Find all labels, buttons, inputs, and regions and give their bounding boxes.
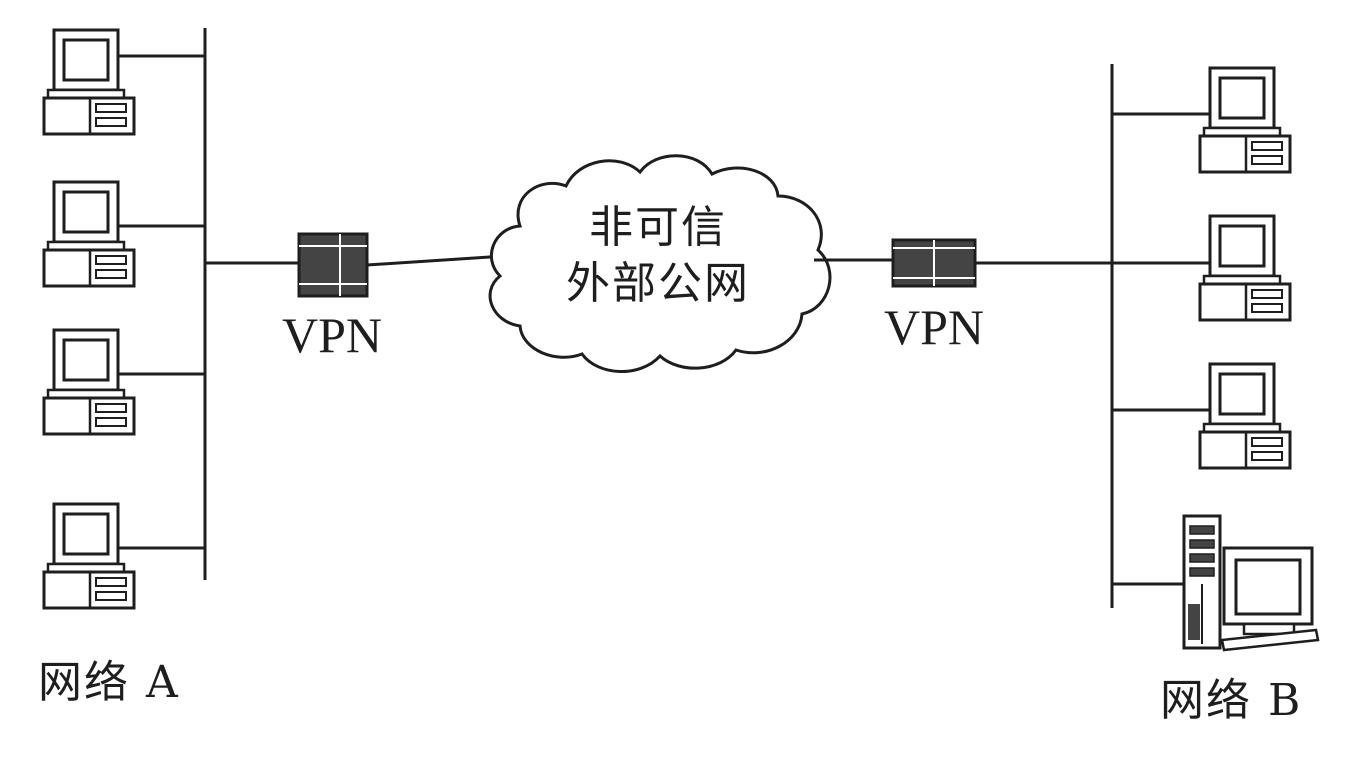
network-a-computer-3	[42, 328, 205, 436]
vpn-left-label: VPN	[282, 307, 383, 363]
vpn-left-device	[297, 232, 369, 298]
vpn-right-device	[891, 238, 977, 288]
vpn-right-label: VPN	[884, 299, 985, 355]
network-a-computer-1	[42, 28, 205, 136]
network-b-label: 网络 B	[1160, 675, 1303, 726]
network-b-computer-2	[1112, 214, 1292, 322]
network-a-computer-4	[42, 502, 205, 610]
cloud-label: 非可信 外部公网	[548, 200, 768, 312]
untrusted-public-network-cloud	[488, 154, 832, 373]
network-b-computer-1	[1112, 66, 1292, 174]
network-a-computer-2	[42, 180, 205, 288]
cloud-label-line2: 外部公网	[566, 258, 750, 309]
network-b-computer-3	[1112, 362, 1292, 470]
network-a-label: 网络 A	[38, 657, 180, 708]
network-b-server	[1112, 514, 1320, 652]
link-vpn-left-to-cloud	[366, 254, 506, 267]
cloud-label-line1: 非可信	[589, 202, 727, 253]
